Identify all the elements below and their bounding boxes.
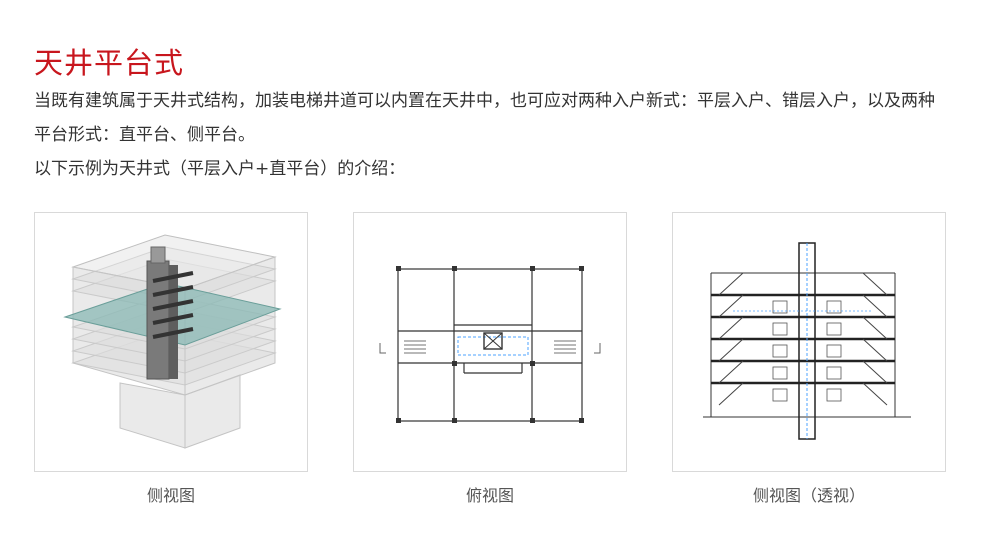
figure-section xyxy=(672,212,946,472)
floor-plan-drawing xyxy=(379,266,601,423)
description-paragraph-1: 当既有建筑属于天井式结构，加装电梯井道可以内置在天井中，也可应对两种入户新式：平… xyxy=(34,91,935,145)
page-title: 天井平台式 xyxy=(34,46,185,81)
caption-side-view: 侧视图 xyxy=(146,486,195,505)
3d-model-illustration xyxy=(63,234,282,449)
figure-floor-plan xyxy=(353,212,627,472)
caption-side-view-perspective: 侧视图（透视） xyxy=(752,486,865,505)
description-paragraph-2: 以下示例为天井式（平层入户+直平台）的介绍： xyxy=(34,159,406,179)
section-elevation-drawing xyxy=(703,242,911,440)
description: 当既有建筑属于天井式结构，加装电梯井道可以内置在天井中，也可应对两种入户新式：平… xyxy=(34,84,946,186)
caption-top-view: 俯视图 xyxy=(465,486,514,505)
figure-3d-model xyxy=(34,212,308,472)
